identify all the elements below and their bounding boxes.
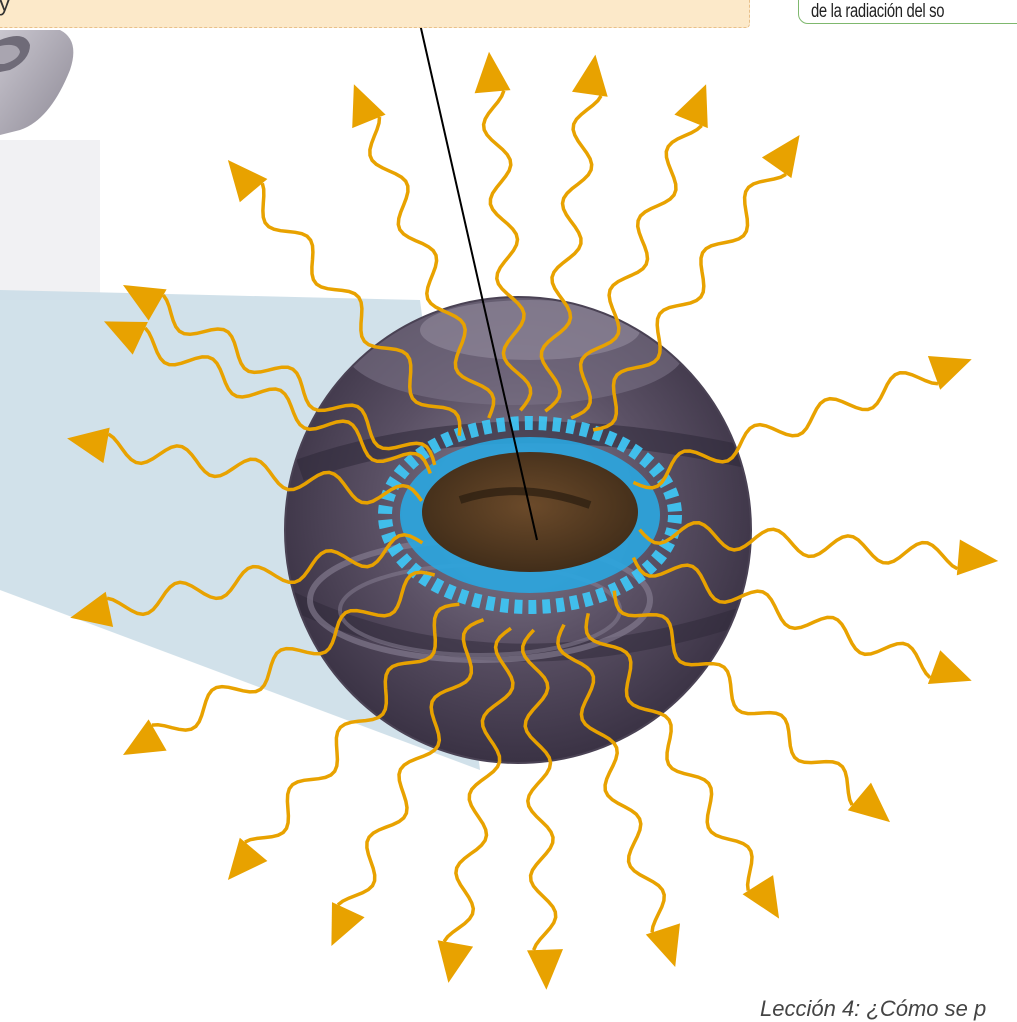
radiation-arrow-icon (928, 650, 972, 684)
radiation-arrow-icon (228, 838, 268, 880)
radiation-arrow-icon (674, 84, 707, 128)
radiation-arrow-icon (848, 783, 890, 823)
radiation-arrow-icon (762, 135, 800, 178)
radiation-arrow-icon (438, 940, 474, 983)
radiation-arrow-icon (572, 55, 608, 97)
radiation-arrow-icon (957, 540, 998, 576)
radiation-arrow-icon (475, 52, 511, 93)
note-box: de la radiación del so (798, 0, 1017, 24)
label-text: y (0, 0, 10, 17)
radiation-arrow-icon (228, 160, 268, 202)
note-text: de la radiación del so (811, 1, 944, 23)
radiation-arrow-icon (331, 902, 364, 946)
label-box: y (0, 0, 750, 28)
stove-corner-image (0, 30, 100, 300)
radiation-arrow-icon (527, 949, 563, 990)
gas-burner-flame-image (285, 295, 760, 763)
footer-lesson-title: Lección 4: ¿Cómo se p (760, 996, 986, 1022)
